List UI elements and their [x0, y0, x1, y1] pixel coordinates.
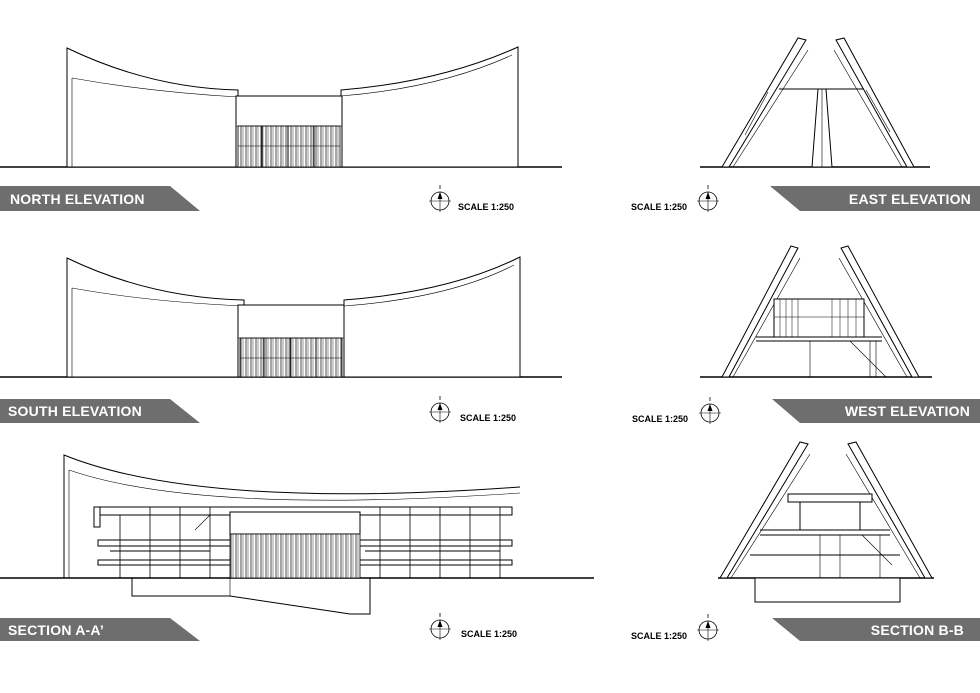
west-elevation-label: WEST ELEVATION [845, 403, 970, 419]
north-arrow-icon [428, 184, 452, 213]
section-bb-drawing [718, 441, 934, 603]
banner-section-bb: SECTION B-B [772, 618, 980, 641]
north-arrow-icon [696, 613, 720, 642]
north-elevation-label: NORTH ELEVATION [10, 191, 145, 207]
south-scale-text: SCALE 1:250 [460, 413, 516, 423]
south-elevation-label: SOUTH ELEVATION [8, 403, 142, 419]
section-aa-drawing [0, 454, 594, 615]
west-elevation-drawing [700, 245, 932, 378]
east-elevation-label: EAST ELEVATION [849, 191, 971, 207]
north-arrow-icon [428, 395, 452, 424]
west-scale-text: SCALE 1:250 [632, 414, 688, 424]
section-aa-scale-text: SCALE 1:250 [461, 629, 517, 639]
section-bb-label: SECTION B-B [871, 622, 964, 638]
north-elevation-drawing [0, 46, 562, 168]
north-arrow-icon [428, 612, 452, 641]
section-bb-scale-text: SCALE 1:250 [631, 631, 687, 641]
east-elevation-drawing [700, 37, 930, 168]
north-arrow-icon [696, 184, 720, 213]
banner-west: WEST ELEVATION [772, 399, 980, 423]
east-scale-text: SCALE 1:250 [631, 202, 687, 212]
banner-section-aa: SECTION A-A’ [0, 618, 200, 641]
north-scale-text: SCALE 1:250 [458, 202, 514, 212]
banner-south: SOUTH ELEVATION [0, 399, 200, 423]
south-elevation-drawing [0, 256, 562, 378]
north-arrow-icon [698, 396, 722, 425]
banner-east: EAST ELEVATION [770, 186, 980, 211]
section-aa-label: SECTION A-A’ [8, 622, 104, 638]
banner-north: NORTH ELEVATION [0, 186, 200, 211]
